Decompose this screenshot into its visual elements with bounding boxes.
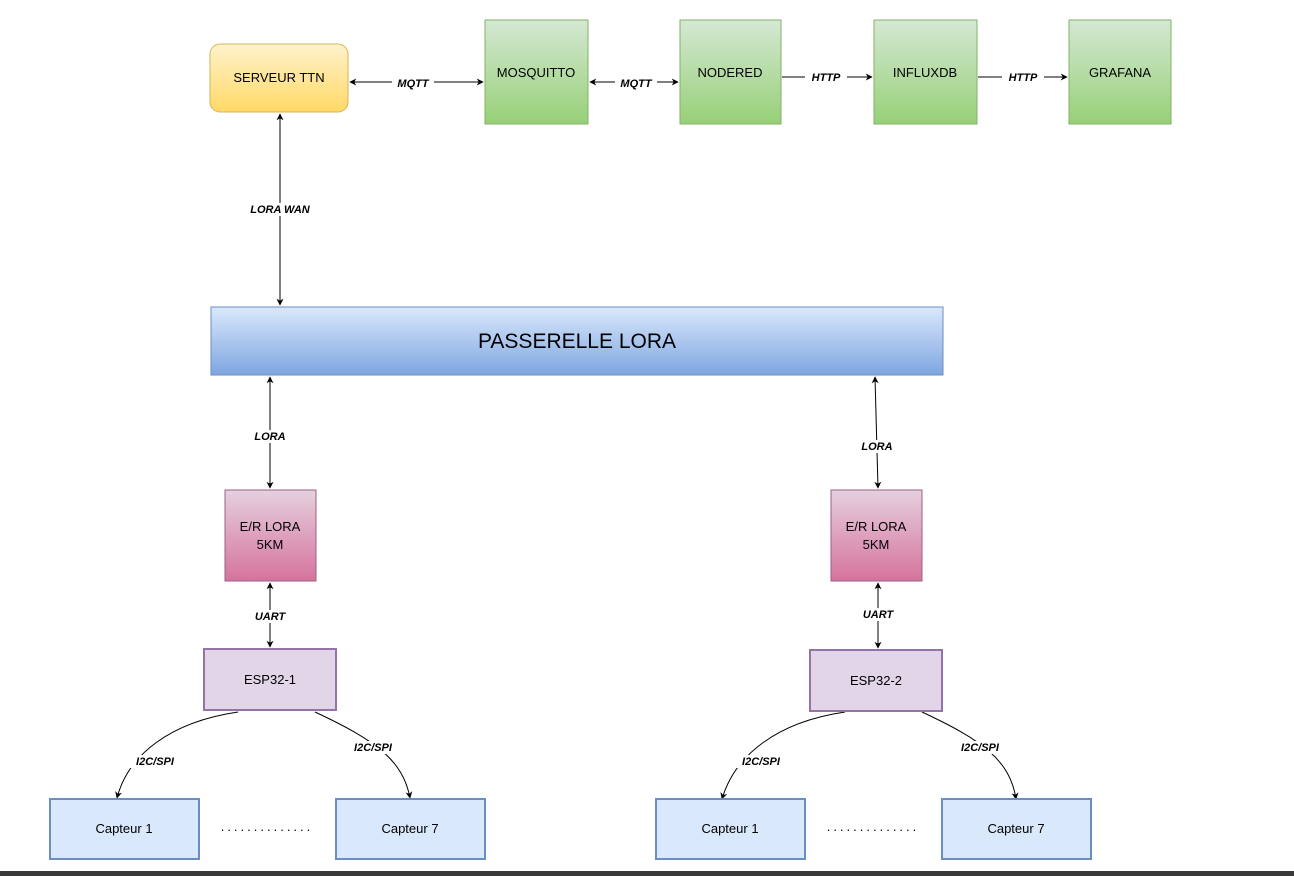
edges: MQTT MQTT HTTP HTTP LORA WAN LORA LORA U…	[115, 71, 1068, 800]
edge-esp2-capteur1	[720, 711, 846, 800]
nodes: SERVEUR TTN MOSQUITTO NODERED INFLUXDB G…	[49, 19, 1172, 860]
node-esp32-1: ESP32-1	[203, 648, 337, 711]
node-influxdb: INFLUXDB	[873, 19, 978, 125]
edge-label-esp2-capteur7: I2C/SPI	[961, 742, 1000, 754]
node-mosquitto: MOSQUITTO	[484, 19, 589, 125]
edge-label-er1-esp1: UART	[255, 611, 287, 623]
edge-esp1-capteur1	[115, 711, 239, 799]
node-label-esp32-2: ESP32-2	[850, 673, 902, 688]
node-nodered: NODERED	[679, 19, 782, 125]
edge-label-influxdb-grafana: HTTP	[1009, 72, 1038, 84]
ellipsis-group2: ..............	[827, 819, 920, 834]
node-label-er-lora-2-line2: 5KM	[863, 537, 890, 552]
node-label-passerelle-lora: PASSERELLE LORA	[478, 330, 676, 353]
node-label-influxdb: INFLUXDB	[893, 65, 957, 80]
node-esp32-2: ESP32-2	[809, 649, 943, 712]
edge-label-er2-esp2: UART	[863, 609, 895, 621]
node-label-serveur-ttn: SERVEUR TTN	[233, 70, 324, 85]
node-label-capteur-1-group1: Capteur 1	[95, 821, 152, 836]
edge-passerelle-er2	[871, 376, 882, 489]
node-label-capteur-7-group2: Capteur 7	[987, 821, 1044, 836]
edge-esp2-capteur7	[921, 711, 1019, 800]
edge-label-mosquitto-nodered: MQTT	[620, 78, 652, 90]
node-passerelle-lora: PASSERELLE LORA	[210, 306, 944, 376]
node-label-er-lora-1-line1: E/R LORA	[240, 519, 301, 534]
ellipsis-group1: ..............	[221, 819, 314, 834]
node-label-nodered: NODERED	[697, 65, 762, 80]
edge-label-ttn-passerelle: LORA WAN	[250, 204, 311, 216]
edge-label-passerelle-er2: LORA	[861, 441, 892, 453]
edge-label-ttn-mosquitto: MQTT	[397, 78, 429, 90]
node-capteur-1-group1: Capteur 1	[49, 798, 200, 860]
node-capteur-7-group1: Capteur 7	[335, 798, 486, 860]
edge-label-esp1-capteur7: I2C/SPI	[354, 742, 393, 754]
node-label-esp32-1: ESP32-1	[244, 672, 296, 687]
node-er-lora-1: E/R LORA 5KM	[224, 489, 317, 582]
node-label-capteur-1-group2: Capteur 1	[701, 821, 758, 836]
node-grafana: GRAFANA	[1068, 19, 1172, 125]
node-label-capteur-7-group1: Capteur 7	[381, 821, 438, 836]
edge-label-passerelle-er1: LORA	[254, 431, 285, 443]
node-label-grafana: GRAFANA	[1089, 65, 1151, 80]
node-capteur-7-group2: Capteur 7	[941, 798, 1092, 860]
node-serveur-ttn: SERVEUR TTN	[209, 43, 349, 113]
edge-label-esp1-capteur1: I2C/SPI	[136, 756, 175, 768]
node-label-er-lora-1-line2: 5KM	[257, 537, 284, 552]
window-bottom-bar	[0, 871, 1294, 876]
edge-label-nodered-influxdb: HTTP	[812, 72, 841, 84]
node-capteur-1-group2: Capteur 1	[655, 798, 806, 860]
node-label-er-lora-2-line1: E/R LORA	[846, 519, 907, 534]
node-er-lora-2: E/R LORA 5KM	[830, 489, 923, 582]
node-label-mosquitto: MOSQUITTO	[497, 65, 575, 80]
edge-esp1-capteur7	[314, 711, 413, 799]
edge-label-esp2-capteur1: I2C/SPI	[742, 756, 781, 768]
